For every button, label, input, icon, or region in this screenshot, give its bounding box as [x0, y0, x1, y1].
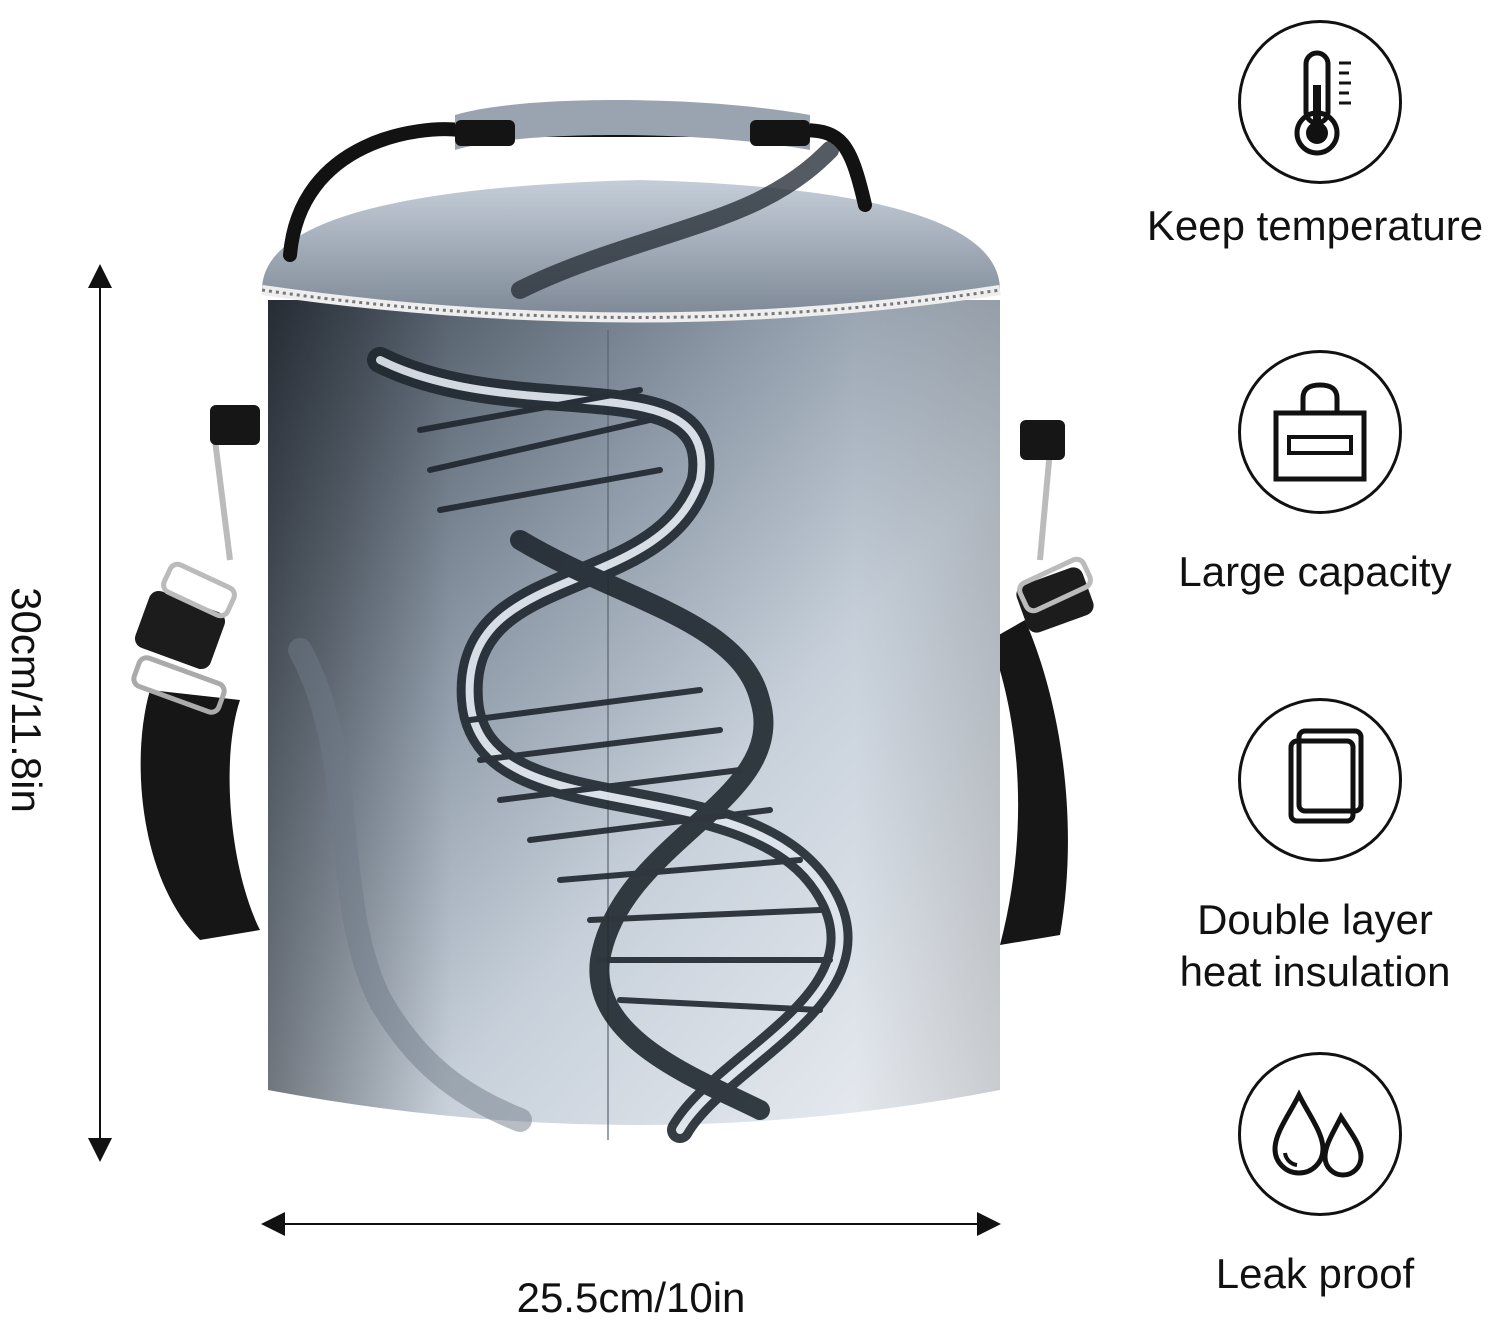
width-label: 25.5cm/10in [516, 1274, 746, 1321]
cooler-bag-body [268, 300, 1000, 1143]
feature-label: Leak proof [1215, 1250, 1415, 1297]
feature-label-line1: Double layer [1197, 896, 1433, 943]
feature-icon-wrapper [1238, 1052, 1402, 1216]
feature-icon-wrapper [1238, 20, 1402, 184]
carry-handle [283, 100, 872, 262]
layers-icon [1288, 728, 1364, 824]
bag-icon [1273, 382, 1367, 482]
thermometer-icon [1294, 50, 1351, 156]
feature-list: Keep temperature Large capacity Double l… [1130, 0, 1500, 1322]
feature-label: Keep temperature [1146, 202, 1484, 249]
product-illustration [88, 100, 1094, 1236]
feature-label-line2: heat insulation [1179, 948, 1451, 995]
feature-icon-wrapper [1238, 350, 1402, 514]
shoulder-strap [131, 405, 1094, 945]
feature-label: Large capacity [1178, 548, 1452, 595]
dna-helix-print [288, 347, 853, 1143]
height-label: 30cm/11.8in [3, 587, 50, 813]
cooler-bag-lid [261, 141, 1001, 323]
feature-icon-wrapper [1238, 698, 1402, 862]
droplets-icon [1272, 1089, 1364, 1178]
